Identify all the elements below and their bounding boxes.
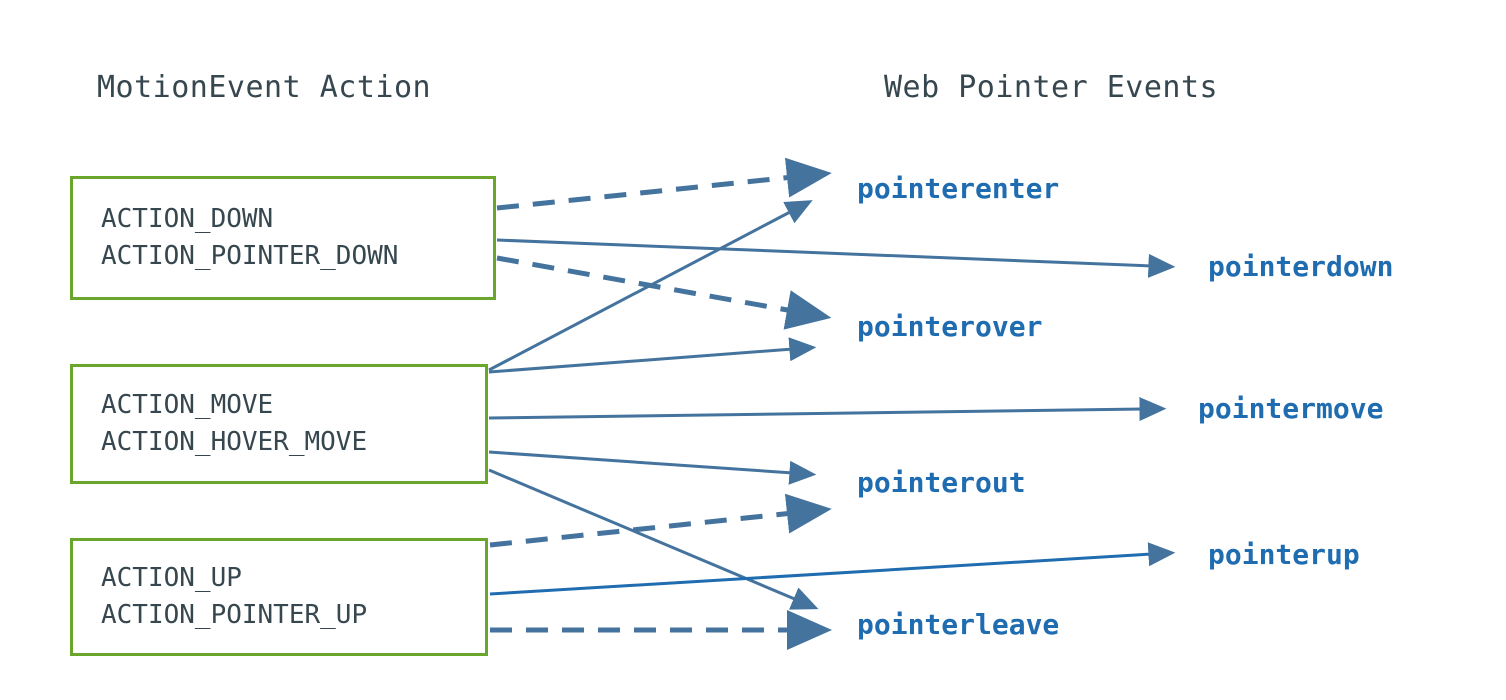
edge-move-to-pointerout — [488, 450, 817, 485]
action-box-down[interactable]: ACTION_DOWN ACTION_POINTER_DOWN — [70, 176, 496, 300]
action-box-move-line1: ACTION_MOVE — [101, 390, 274, 420]
event-label-pointerover: pointerover — [857, 310, 1043, 343]
event-label-pointerdown: pointerdown — [1208, 250, 1394, 283]
action-box-up-line1: ACTION_UP — [101, 563, 242, 593]
action-box-move[interactable]: ACTION_MOVE ACTION_HOVER_MOVE — [70, 364, 488, 484]
edge-down-to-pointerdown — [496, 238, 1176, 278]
event-label-pointerenter: pointerenter — [857, 172, 1060, 205]
event-label-pointerup: pointerup — [1208, 538, 1360, 571]
edge-up-to-pointerout — [489, 493, 832, 548]
edge-down-to-pointerenter — [496, 157, 832, 211]
edge-move-to-pointerenter — [488, 200, 813, 372]
action-box-up[interactable]: ACTION_UP ACTION_POINTER_UP — [70, 538, 488, 656]
event-label-pointermove: pointermove — [1198, 392, 1384, 425]
action-box-down-line1: ACTION_DOWN — [101, 204, 274, 234]
action-box-down-line2: ACTION_POINTER_DOWN — [101, 241, 399, 271]
action-box-move-line2: ACTION_HOVER_MOVE — [101, 427, 368, 457]
column-heading-web-pointer-events: Web Pointer Events — [884, 70, 1219, 105]
edge-move-to-pointerover — [488, 337, 817, 374]
column-heading-motionevent: MotionEvent Action — [97, 70, 432, 105]
event-label-pointerout: pointerout — [857, 466, 1026, 499]
edge-move-to-pointerleave — [488, 468, 819, 610]
edge-move-to-pointermove — [488, 397, 1167, 422]
edge-down-to-pointerover — [496, 255, 832, 330]
event-label-pointerleave: pointerleave — [857, 608, 1060, 641]
edge-up-to-pointerup — [489, 542, 1176, 596]
action-box-up-line2: ACTION_POINTER_UP — [101, 600, 368, 630]
